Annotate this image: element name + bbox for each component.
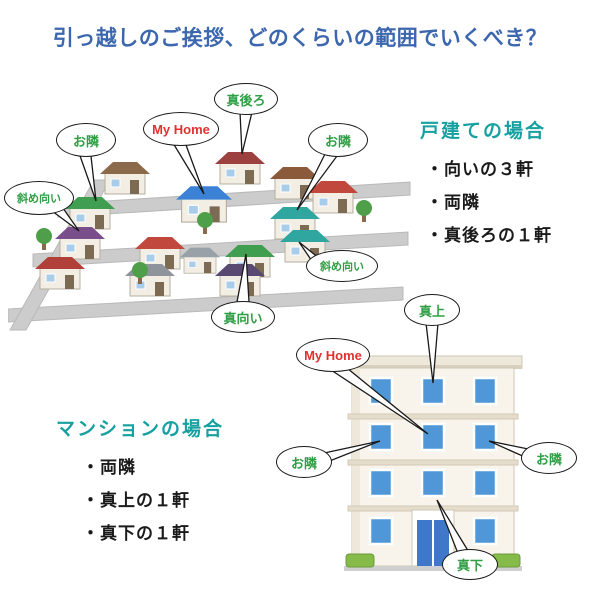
window-icon (368, 376, 394, 406)
window-icon (472, 376, 498, 406)
speech-bubble-neighbor-left: お隣 (56, 123, 116, 157)
house-icon-left-neighbor (65, 197, 115, 230)
tree-icon (132, 262, 148, 284)
my-home-window (420, 422, 446, 452)
list-item: ・両隣 (426, 193, 480, 212)
right-neighbor-window (472, 422, 498, 452)
bubble-label: 斜め向い (17, 193, 61, 205)
house-icon-gray-small (180, 247, 220, 274)
neighborhood-illustration (8, 152, 411, 331)
speech-bubble-diagonal-left: 斜め向い (4, 181, 74, 215)
floor-ledge (347, 459, 519, 466)
list-item: ・真下の１軒 (82, 524, 190, 543)
bubble-label: お隣 (324, 133, 351, 149)
tree-icon (356, 200, 372, 222)
detached-items: ・向いの３軒 ・両隣 ・真後ろの１軒 (420, 153, 596, 252)
hedge-icon (345, 553, 375, 568)
window-icon (472, 516, 498, 546)
house-icon-brown (100, 162, 150, 195)
list-item: ・両隣 (82, 458, 136, 477)
speech-bubble-mansion-neighbor-right: お隣 (521, 442, 577, 474)
speech-bubble-behind: 真後ろ (214, 83, 278, 115)
speech-bubble-below: 真下 (442, 549, 498, 580)
bubble-label: My Home (152, 121, 210, 137)
bubble-label: お隣 (72, 133, 99, 149)
bubble-label: お隣 (290, 455, 317, 471)
above-window (420, 376, 446, 406)
bubble-label: My Home (304, 347, 362, 363)
bubble-label: 斜め向い (320, 261, 364, 273)
house-icon-behind-my-home (215, 152, 265, 185)
left-neighbor-window (368, 422, 394, 452)
house-icon-red (135, 237, 185, 270)
speech-bubble-diagonal-right: 斜め向い (306, 250, 378, 282)
ground-curb (344, 566, 522, 571)
speech-bubble-my-home: My Home (143, 112, 219, 146)
tree-icon (36, 228, 52, 250)
speech-bubble-above: 真上 (404, 294, 460, 326)
window-icon (368, 516, 394, 546)
window-icon (368, 468, 394, 498)
bubble-label: 真後ろ (226, 92, 266, 108)
house-icon-red (35, 257, 85, 290)
mansion-heading: マンションの場合 (56, 419, 225, 440)
speech-bubble-neighbor-right: お隣 (308, 123, 368, 157)
below-window (420, 468, 446, 498)
bubble-label: 真下 (456, 558, 483, 573)
list-item: ・真上の１軒 (82, 491, 190, 510)
floor-ledge (347, 413, 519, 420)
house-icon-diagonal-left (55, 227, 105, 260)
page-title: 引っ越しのご挨拶、どのくらいの範囲でいくべき？ (52, 27, 548, 50)
list-item: ・向いの３軒 (426, 160, 534, 179)
bubble-label: 真上 (418, 303, 445, 319)
tree-icon (197, 212, 213, 234)
detached-house-section: 戸建ての場合 ・向いの３軒 ・両隣 ・真後ろの１軒 (420, 116, 596, 252)
detached-heading: 戸建ての場合 (420, 121, 547, 142)
list-item: ・真後ろの１軒 (426, 226, 552, 245)
speech-bubble-mansion-my-home: My Home (296, 338, 370, 372)
window-icon (472, 468, 498, 498)
speech-bubble-front: 真向い (211, 301, 275, 333)
speech-bubble-mansion-neighbor-left: お隣 (276, 446, 332, 478)
mansion-items: ・両隣 ・真上の１軒 ・真下の１軒 (56, 451, 306, 550)
bubble-label: 真向い (223, 310, 263, 326)
mansion-section: マンションの場合 ・両隣 ・真上の１軒 ・真下の１軒 (56, 414, 306, 550)
apartment-building-icon (343, 355, 523, 571)
building-side-shade (352, 368, 360, 566)
bubble-label: お隣 (535, 451, 562, 467)
